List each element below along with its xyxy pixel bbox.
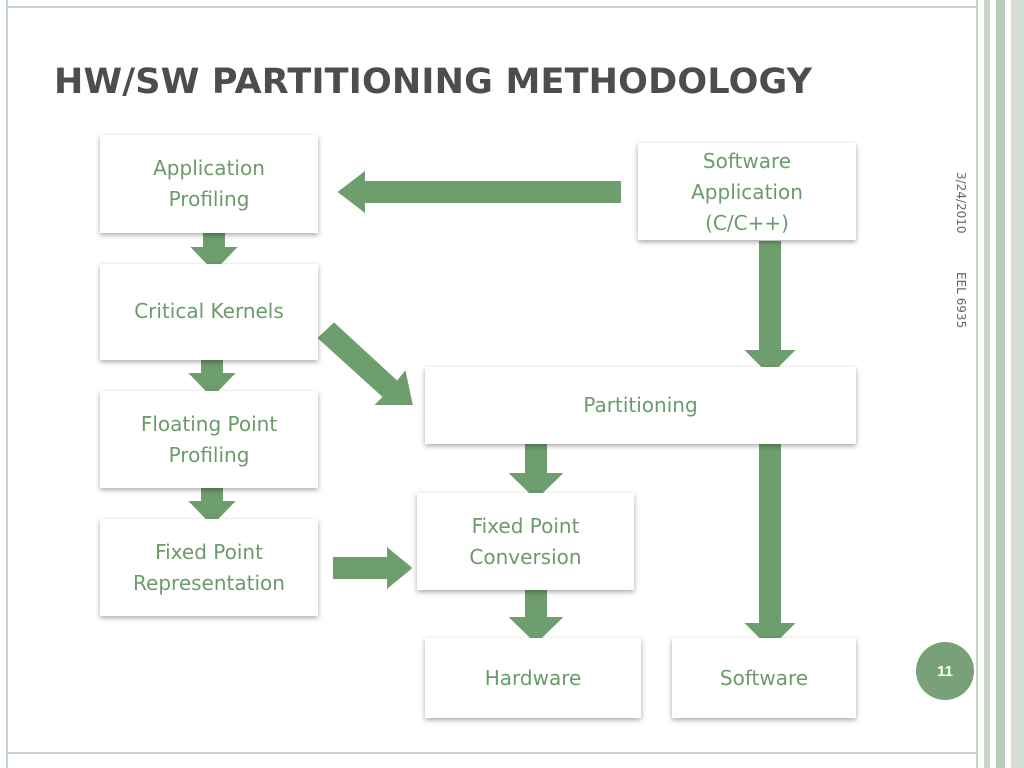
page-number-badge: 11	[916, 642, 974, 700]
page-number: 11	[937, 662, 953, 680]
node-fixed-point-conversion: Fixed Point Conversion	[417, 493, 634, 590]
node-critical-kernels-line-1: Critical Kernels	[134, 299, 284, 323]
frame-stripe-1	[984, 0, 990, 768]
arrow-swapp-to-partitioning	[739, 239, 801, 379]
node-partitioning: Partitioning	[425, 367, 856, 444]
arrow-swapp-to-profiling	[334, 166, 623, 218]
node-software-application-line-1: Software	[702, 149, 792, 173]
arrow-conversion-to-hardware	[503, 581, 569, 647]
frame-border-right	[976, 0, 978, 768]
node-floating-point-profiling: Floating Point Profiling	[100, 391, 318, 488]
node-fixed-point-representation-line-1: Fixed Point	[155, 540, 263, 564]
node-fixed-point-representation: Fixed Point Representation	[100, 519, 318, 616]
slide-title: HW/SW PARTITIONING METHODOLOGY	[54, 62, 813, 102]
node-software-application-line-2: Application	[691, 180, 803, 204]
node-application-profiling: Application Profiling	[100, 135, 318, 233]
frame-border-left	[6, 0, 8, 768]
arrow-kernels-to-partitioning	[314, 319, 416, 407]
node-hardware: Hardware	[425, 638, 641, 718]
node-floating-point-profiling-line-1: Floating Point	[140, 412, 278, 436]
frame-border-top	[6, 6, 976, 8]
node-floating-point-profiling-line-2: Profiling	[168, 443, 250, 467]
frame-stripe-3	[1011, 0, 1024, 768]
node-critical-kernels: Critical Kernels	[100, 264, 318, 360]
node-partitioning-line-1: Partitioning	[583, 393, 698, 417]
node-application-profiling-line-1: Application	[153, 156, 265, 180]
node-software-application: Software Application (C/C++)	[638, 143, 856, 240]
node-hardware-line-1: Hardware	[484, 666, 582, 690]
frame-border-bottom	[6, 752, 976, 754]
arrow-partitioning-to-conversion	[503, 436, 569, 503]
arrow-fixedrepr-to-conversion	[331, 542, 416, 594]
node-software-line-1: Software	[719, 666, 809, 690]
node-software: Software	[672, 638, 856, 718]
node-application-profiling-line-2: Profiling	[168, 187, 250, 211]
node-fixed-point-representation-line-2: Representation	[133, 571, 285, 595]
node-software-application-line-3: (C/C++)	[705, 211, 789, 235]
frame-stripe-2	[996, 0, 1005, 768]
arrow-partitioning-to-software	[739, 436, 801, 652]
node-fixed-point-conversion-line-2: Conversion	[469, 545, 582, 569]
node-fixed-point-conversion-line-1: Fixed Point	[471, 514, 580, 538]
